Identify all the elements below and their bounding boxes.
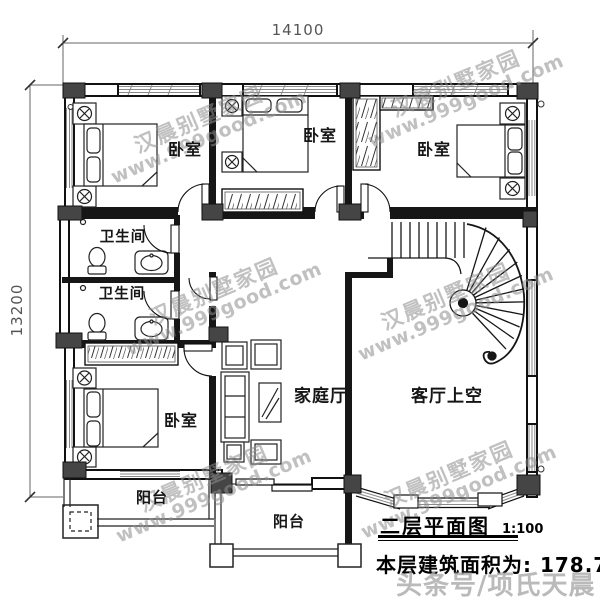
room-label-bedroom-tl: 卧室 (167, 140, 203, 159)
dimension-left: 13200 (8, 283, 26, 337)
room-label-living-void: 客厅上空 (411, 386, 483, 407)
title-underline-thick (378, 535, 518, 538)
room-label-bedroom-bl: 卧室 (163, 411, 199, 430)
sliding-door-icon (222, 478, 313, 492)
window-jambs (117, 84, 537, 473)
room-label-bedroom-tr: 卧室 (416, 140, 452, 159)
drawing-title: 二层平面图 (380, 514, 490, 538)
wardrobe-icon (84, 95, 434, 366)
toilet-icon (87, 246, 107, 341)
room-label-bathroom-1: 卫生间 (99, 229, 147, 246)
bed-icon (72, 95, 526, 468)
drain-circle-icon (67, 100, 545, 473)
floor-area-text: 本层建筑面积为: 178.75m (376, 553, 600, 577)
title-underline-thin (378, 540, 518, 542)
staircase-icon (368, 222, 526, 365)
drawing-scale: 1:100 (502, 522, 544, 537)
room-label-balcony-center: 阳台 (272, 512, 306, 531)
structural-columns (55, 82, 541, 496)
windows (66, 84, 536, 477)
dimension-lines (29, 30, 534, 498)
door-arc-icon (143, 183, 391, 377)
room-label-bedroom-tm: 卧室 (302, 126, 338, 145)
coffee-table-icon (258, 382, 282, 423)
room-label-balcony-left: 阳台 (135, 488, 169, 507)
balcony-railing (62, 478, 362, 568)
sofa-icon (220, 339, 282, 465)
dimension-ticks (24, 37, 539, 503)
room-label-bathroom-2: 卫生间 (98, 286, 146, 303)
dimension-top: 14100 (271, 21, 325, 39)
drawing-title-block: 二层平面图 1:100 (380, 510, 543, 539)
floor-area-note: 本层建筑面积为: 178.75m2 (376, 549, 600, 578)
sink-icon (79, 218, 169, 341)
watermark-bottom: 头条号/项氏天晨 (396, 571, 596, 600)
room-label-family-hall: 家庭厅 (294, 386, 348, 407)
